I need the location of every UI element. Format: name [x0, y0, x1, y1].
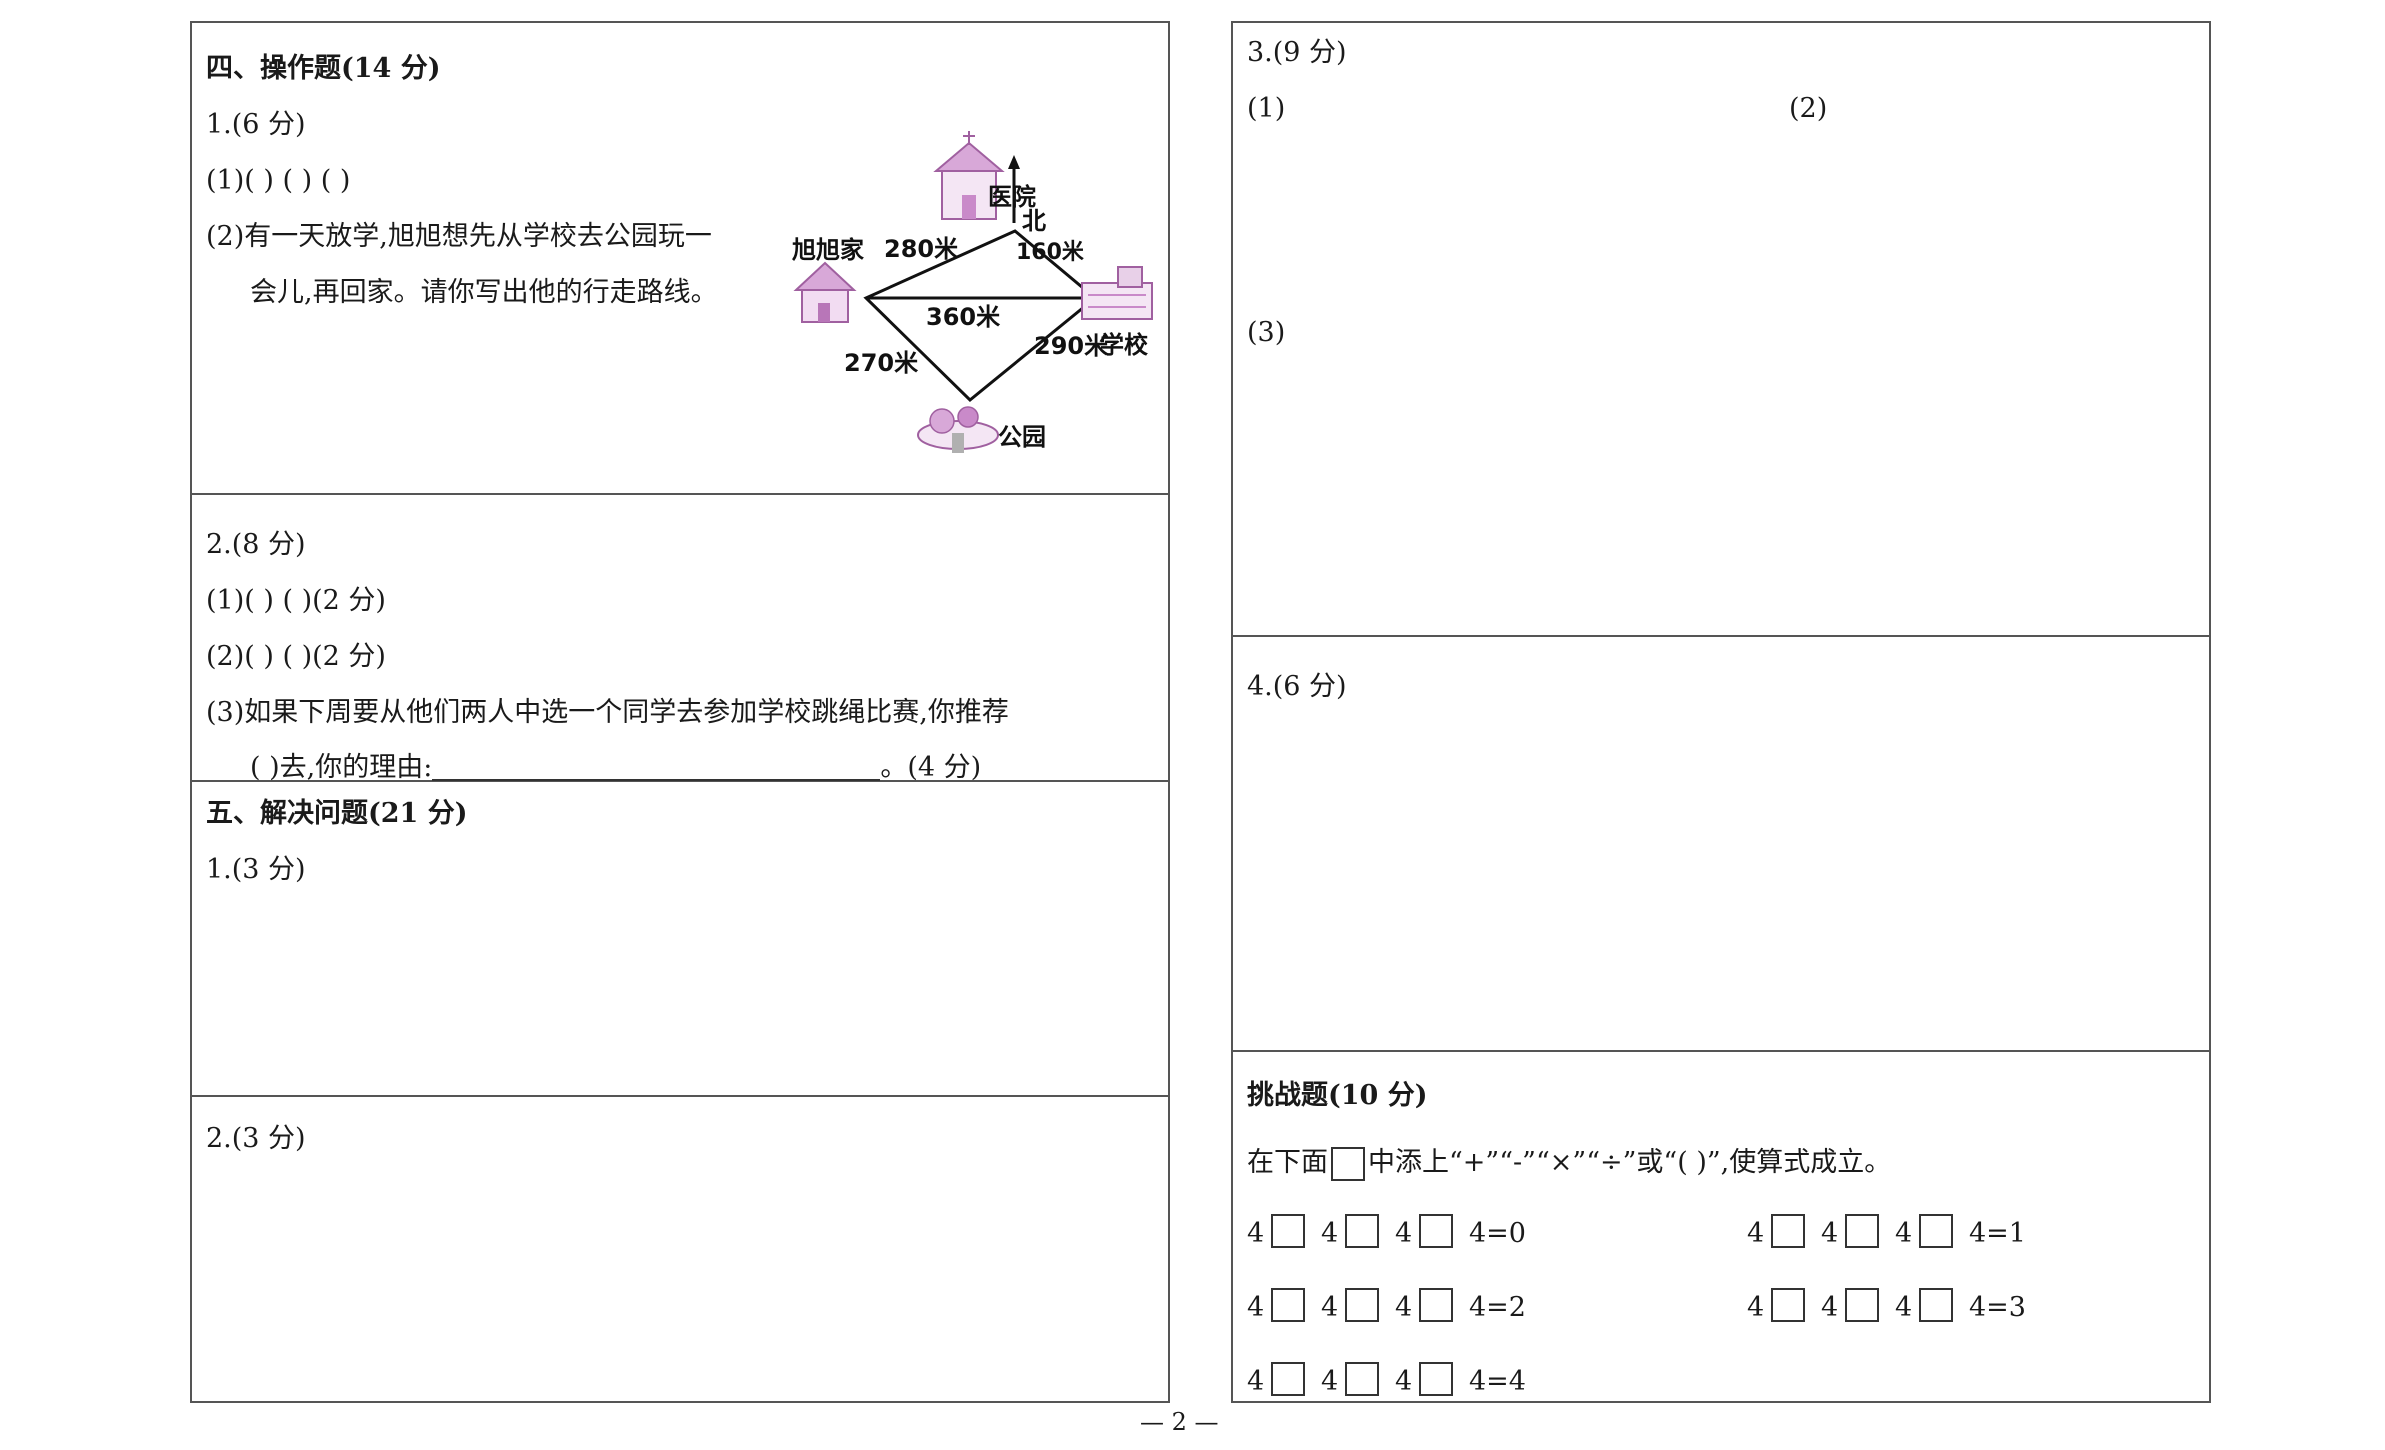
left-answer-column: 四、操作题(14 分) 1.(6 分) (1)( ) ( ) ( ) (2)有一… [190, 21, 1170, 1403]
question-2-section: 2.(8 分) (1)( ) ( )(2 分) (2)( ) ( )(2 分) … [192, 495, 1168, 782]
operator-box[interactable] [1345, 1362, 1379, 1396]
question-title: 2.(3 分) [206, 1123, 306, 1154]
north-arrow-head-icon [1008, 155, 1020, 169]
answer-blanks: (2)( ) ( )(2 分) [206, 641, 386, 672]
operand: 4 [1395, 1366, 1413, 1397]
distance-label: 290米 [1034, 332, 1108, 360]
operand: 4 [1321, 1292, 1339, 1323]
subpart-label: (3) [1247, 317, 1286, 348]
question-title: 4.(6 分) [1247, 671, 1347, 702]
section-header: 挑战题(10 分) [1247, 1080, 1428, 1111]
operator-box[interactable] [1919, 1214, 1953, 1248]
subpart-label: (1) [1247, 93, 1286, 124]
question-text: (2)有一天放学,旭旭想先从学校去公园玩一 [206, 221, 712, 252]
operator-box[interactable] [1771, 1214, 1805, 1248]
place-label-park: 公园 [998, 423, 1046, 451]
hospital-icon [933, 131, 1005, 220]
operator-box[interactable] [1419, 1362, 1453, 1396]
challenge-section: 挑战题(10 分) 在下面 中添上“+”“-”“×”“÷”或“( )”,使算式成立… [1233, 1052, 2209, 1403]
reason-prefix: ( )去,你的理由: [250, 752, 433, 783]
place-label-hospital: 医院 [988, 183, 1036, 211]
question-text: (3)如果下周要从他们两人中选一个同学去参加学校跳绳比赛,你推荐 [206, 697, 1009, 728]
operator-box[interactable] [1345, 1214, 1379, 1248]
question-3-section: 3.(9 分) (1) (2) (3) [1233, 23, 2209, 637]
operator-box-sample [1331, 1146, 1365, 1181]
operand: 4 [1821, 1292, 1839, 1323]
operand: 4 [1321, 1366, 1339, 1397]
subpart-label: (2) [1789, 93, 1828, 124]
section-header: 四、操作题(14 分) [206, 53, 441, 84]
answer-blanks: (1)( ) ( ) ( ) [206, 165, 351, 196]
equation-result: 4=3 [1969, 1292, 2026, 1323]
reason-answer-line[interactable] [432, 753, 881, 781]
school-icon [1081, 266, 1153, 320]
section-operation: 四、操作题(14 分) 1.(6 分) (1)( ) ( ) ( ) (2)有一… [192, 23, 1168, 495]
operator-box[interactable] [1419, 1214, 1453, 1248]
question-4-section: 4.(6 分) [1233, 637, 2209, 1052]
operator-box[interactable] [1271, 1288, 1305, 1322]
question-text: 会儿,再回家。请你写出他的行走路线。 [250, 277, 718, 308]
equation-result: 4=1 [1969, 1218, 2026, 1249]
route-map: 医院 旭旭家 学校 公园 北 280米 160米 360米 270米 290米 [792, 131, 1153, 453]
operator-box[interactable] [1345, 1288, 1379, 1322]
operand: 4 [1395, 1218, 1413, 1249]
north-label: 北 [1022, 207, 1046, 235]
question-title: 1.(6 分) [206, 109, 306, 140]
operand: 4 [1247, 1218, 1265, 1249]
question-5-2-section: 2.(3 分) [192, 1097, 1168, 1403]
question-title: 2.(8 分) [206, 529, 306, 560]
park-icon [917, 406, 999, 453]
operand: 4 [1821, 1218, 1839, 1249]
equation-result: 4=4 [1469, 1366, 1526, 1397]
operand: 4 [1895, 1292, 1913, 1323]
operator-box[interactable] [1771, 1288, 1805, 1322]
equation-result: 4=2 [1469, 1292, 1526, 1323]
operator-box[interactable] [1271, 1362, 1305, 1396]
operator-box[interactable] [1419, 1288, 1453, 1322]
question-title: 1.(3 分) [206, 854, 306, 885]
operator-box[interactable] [1845, 1214, 1879, 1248]
instruction-text: 在下面 [1247, 1147, 1328, 1178]
operand: 4 [1247, 1292, 1265, 1323]
section-problem-solving: 五、解决问题(21 分) 1.(3 分) [192, 782, 1168, 1097]
operand: 4 [1747, 1218, 1765, 1249]
operator-box[interactable] [1845, 1288, 1879, 1322]
equation-result: 4=0 [1469, 1218, 1526, 1249]
distance-label: 270米 [844, 349, 918, 377]
challenge-instruction: 在下面 中添上“+”“-”“×”“÷”或“( )”,使算式成立。 [1247, 1144, 1891, 1182]
reason-suffix: 。(4 分) [880, 752, 982, 783]
page-number: — 2 — [1140, 1408, 1219, 1436]
distance-label: 280米 [884, 235, 958, 263]
question-title: 3.(9 分) [1247, 37, 1347, 68]
house-icon [793, 261, 857, 323]
reason-line: ( )去,你的理由: 。(4 分) [250, 753, 981, 781]
operand: 4 [1321, 1218, 1339, 1249]
operand: 4 [1747, 1292, 1765, 1323]
operator-box[interactable] [1271, 1214, 1305, 1248]
operand: 4 [1895, 1218, 1913, 1249]
operator-box[interactable] [1919, 1288, 1953, 1322]
operand: 4 [1247, 1366, 1265, 1397]
operand: 4 [1395, 1292, 1413, 1323]
place-label-school: 学校 [1100, 331, 1149, 359]
section-header: 五、解决问题(21 分) [206, 798, 468, 829]
distance-label: 360米 [926, 303, 1000, 331]
answer-blanks: (1)( ) ( )(2 分) [206, 585, 386, 616]
right-answer-column: 3.(9 分) (1) (2) (3) 4.(6 分) 挑战题(10 分) 在下… [1231, 21, 2211, 1403]
instruction-text: 中添上“+”“-”“×”“÷”或“( )”,使算式成立。 [1368, 1147, 1892, 1178]
place-label-home: 旭旭家 [792, 236, 864, 264]
distance-label: 160米 [1016, 240, 1085, 265]
